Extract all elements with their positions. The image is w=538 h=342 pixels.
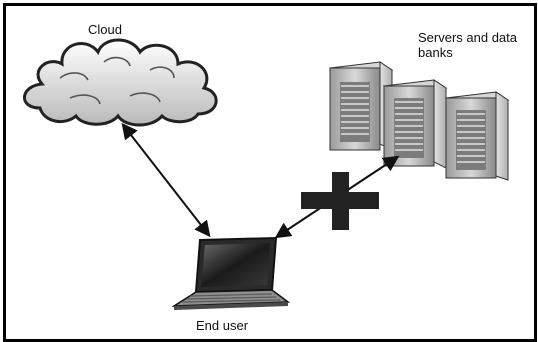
cloud-label: Cloud — [88, 22, 122, 37]
end-user-label: End user — [196, 318, 249, 333]
laptop-icon — [171, 236, 291, 310]
cloud-icon — [23, 38, 218, 127]
plus-icon — [301, 172, 379, 230]
servers-label: Servers and data banks — [418, 30, 518, 60]
cloud-to-user-arrow — [121, 122, 211, 238]
servers-icon — [328, 61, 510, 181]
